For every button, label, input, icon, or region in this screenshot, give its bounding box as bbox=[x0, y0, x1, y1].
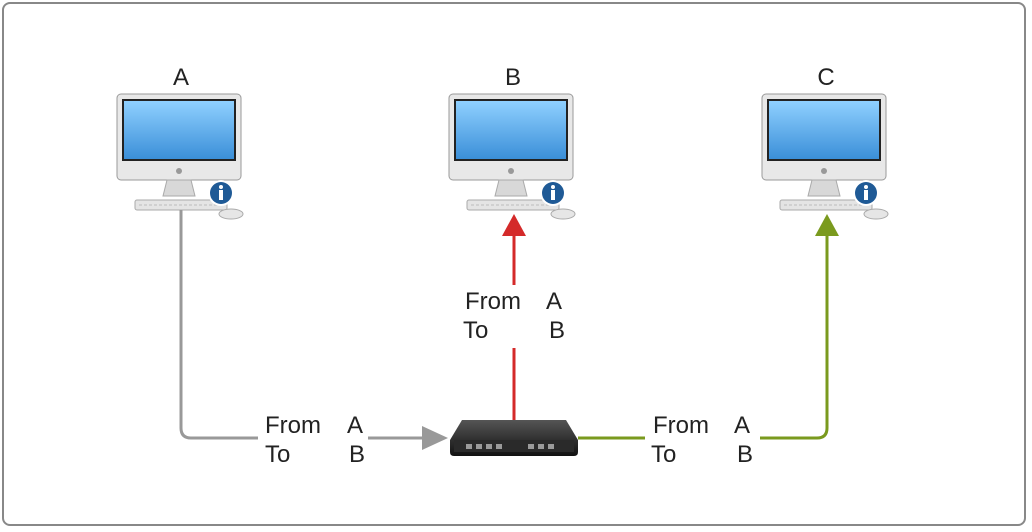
arrow-to-hub-icon bbox=[422, 426, 448, 450]
computer-a-label: A bbox=[172, 64, 189, 91]
from-value: A bbox=[347, 412, 364, 439]
to-label: To bbox=[265, 441, 291, 468]
to-label: To bbox=[651, 441, 677, 468]
from-label: From bbox=[653, 412, 709, 439]
to-value: B bbox=[349, 441, 366, 468]
computer-b-icon bbox=[448, 93, 576, 220]
to-value: B bbox=[549, 317, 566, 344]
arrow-to-b-icon bbox=[502, 214, 526, 236]
arrow-to-c-icon bbox=[815, 214, 839, 236]
from-value: A bbox=[546, 288, 563, 315]
link-hub-to-c-right bbox=[760, 232, 829, 440]
to-label: To bbox=[463, 317, 489, 344]
computer-b-label: B bbox=[504, 64, 521, 91]
from-label: From bbox=[265, 412, 321, 439]
hub-icon bbox=[450, 420, 578, 456]
from-label: From bbox=[465, 288, 521, 315]
computer-c-icon bbox=[761, 93, 889, 220]
from-value: A bbox=[734, 412, 751, 439]
to-value: B bbox=[737, 441, 754, 468]
link-a-to-hub bbox=[179, 210, 258, 440]
computer-c-label: C bbox=[817, 64, 835, 91]
computer-a-icon bbox=[116, 93, 244, 220]
